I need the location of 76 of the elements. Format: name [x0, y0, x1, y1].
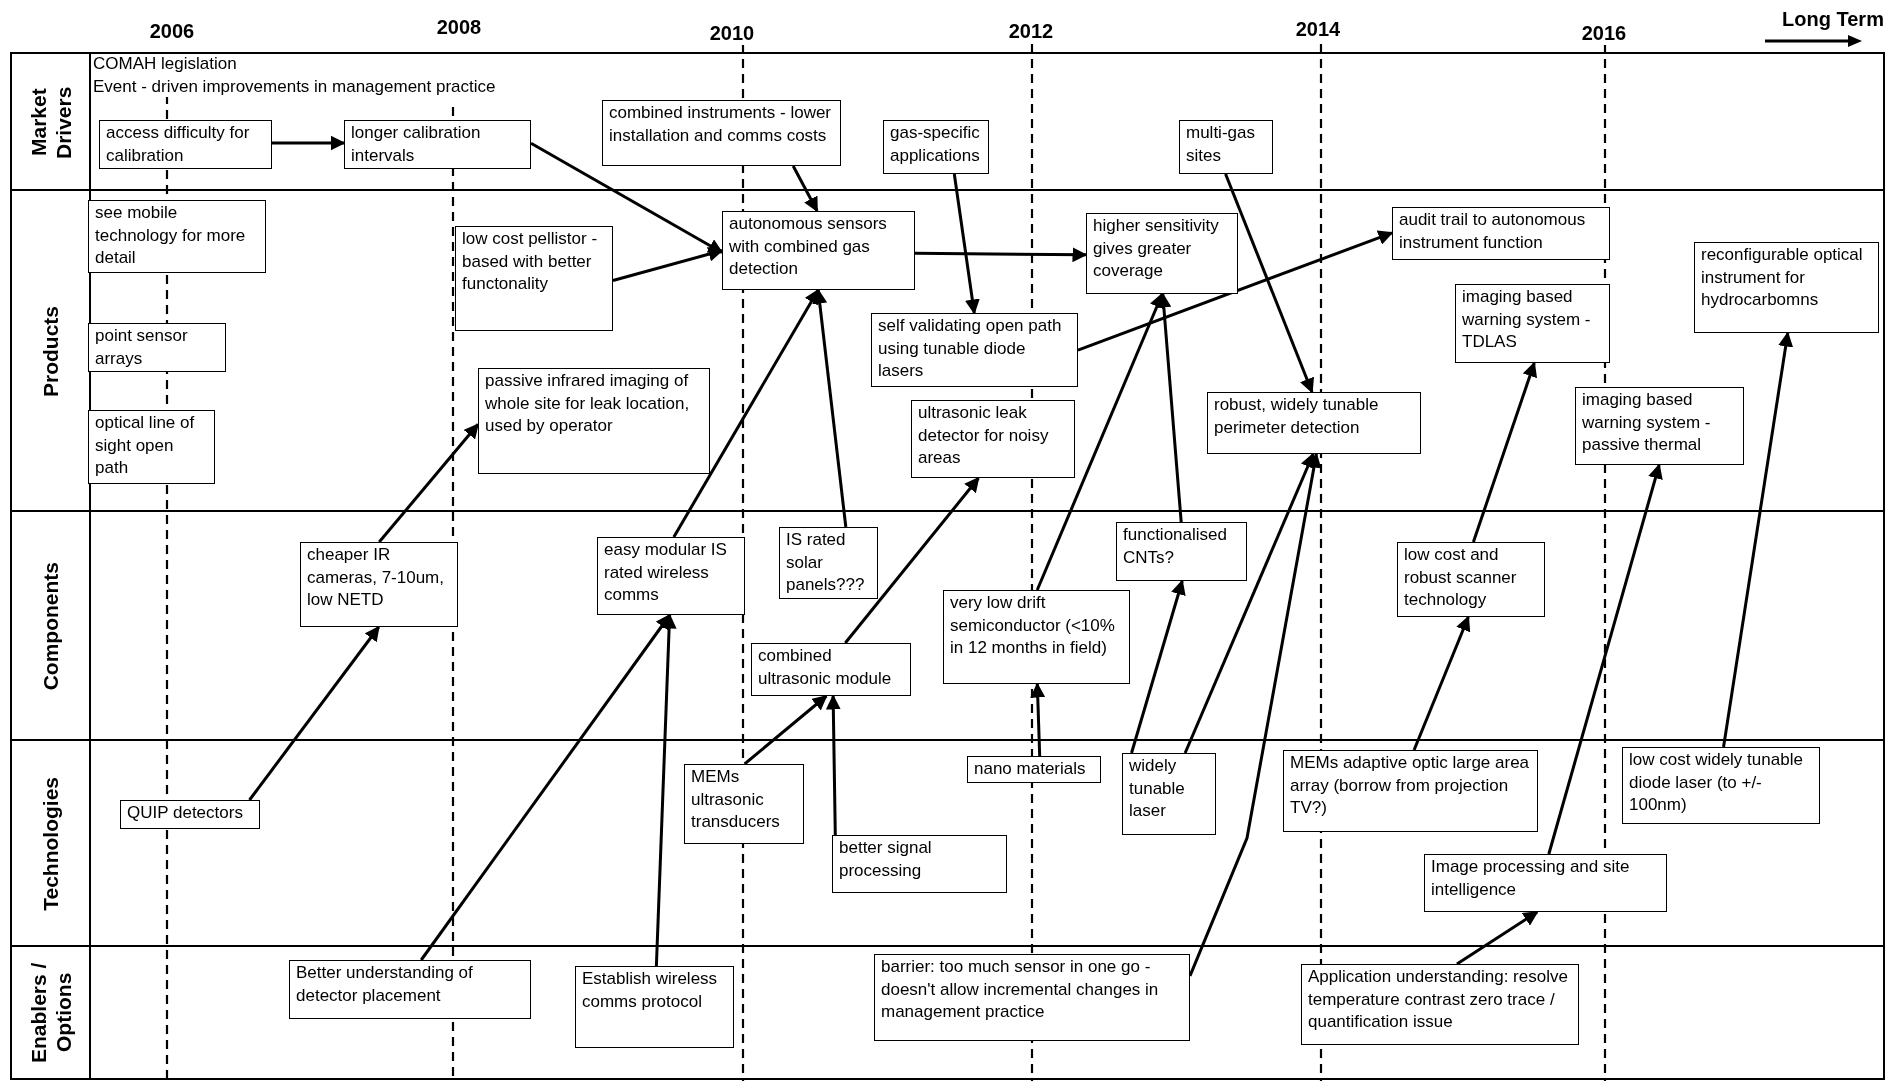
arrow — [1183, 452, 1315, 754]
text-box: low cost widely tunable diode laser (to +/- 100nm) — [1622, 747, 1820, 824]
note-text: Event - driven improvements in management practice — [93, 77, 496, 97]
swimlane — [10, 510, 1885, 741]
text-box: MEMs ultrasonic transducers — [684, 764, 804, 844]
arrow — [844, 476, 980, 644]
text-box: Application understanding: resolve temperature contrast zero trace / quantification issue — [1301, 964, 1579, 1045]
text-box: gas-specific applications — [883, 120, 989, 174]
text-box: multi-gas sites — [1179, 120, 1273, 174]
text-box: functionalised CNTs? — [1116, 522, 1247, 581]
arrow — [1547, 463, 1663, 855]
text-box: Better understanding of detector placement — [289, 960, 531, 1019]
text-box: IS rated solar panels??? — [779, 527, 878, 599]
text-box: imaging based warning system - passive thermal — [1575, 387, 1744, 465]
arrow — [654, 613, 677, 967]
arrow — [530, 142, 724, 254]
text-box: very low drift semiconductor (<10% in 12 months in field) — [943, 590, 1130, 684]
lane-label: Components — [38, 562, 63, 691]
arrow — [915, 247, 1088, 263]
arrow — [248, 625, 380, 801]
arrow — [791, 165, 819, 213]
text-box: see mobile technology for more detail — [88, 200, 266, 273]
text-box: widely tunable laser — [1122, 753, 1216, 835]
arrow — [378, 423, 480, 543]
text-box: better signal processing — [832, 835, 1007, 893]
lane-label: Enablers / Options — [25, 961, 76, 1065]
arrow — [1035, 292, 1164, 591]
text-box: Image processing and site intelligence — [1424, 854, 1667, 912]
arrow — [1156, 292, 1183, 523]
text-box: cheaper IR cameras, 7-10um, low NETD — [300, 542, 458, 627]
arrow — [743, 694, 828, 766]
text-box: easy modular IS rated wireless comms — [597, 537, 745, 615]
text-box: low cost pellistor - based with better functonality — [455, 226, 613, 331]
arrow — [1188, 452, 1322, 977]
arrow — [420, 613, 671, 961]
text-box: QUIP detectors — [120, 800, 260, 829]
arrow — [825, 694, 841, 836]
arrow — [952, 173, 980, 315]
arrow — [1471, 361, 1538, 543]
text-box: low cost and robust scanner technology — [1397, 542, 1545, 617]
text-box: combined ultrasonic module — [751, 643, 911, 696]
text-box: barrier: too much sensor in one go - doesn't allow incremental changes in management practice — [874, 954, 1190, 1041]
text-box: self validating open path using tunable diode lasers — [871, 313, 1078, 387]
swimlane — [10, 189, 1885, 512]
arrow — [272, 135, 346, 151]
arrow — [1456, 910, 1539, 966]
text-box: longer calibration intervals — [344, 120, 531, 169]
text-box: point sensor arrays — [88, 323, 226, 372]
swimlane — [10, 945, 1885, 1080]
arrow — [1412, 615, 1471, 751]
text-box: ultrasonic leak detector for noisy areas — [911, 400, 1075, 478]
arrow — [1722, 331, 1794, 748]
lane-label: Market Drivers — [25, 85, 76, 161]
arrow — [1030, 682, 1046, 757]
text-box: higher sensitivity gives greater coverage — [1086, 213, 1238, 294]
lane-label: Products — [38, 306, 63, 397]
text-box: robust, widely tunable perimeter detection — [1207, 392, 1421, 454]
text-box: combined instruments - lower installation and comms costs — [602, 100, 841, 166]
text-box: audit trail to autonomous instrument function — [1392, 207, 1610, 260]
arrow — [812, 288, 848, 528]
note-text: COMAH legislation — [93, 54, 237, 74]
text-box: access difficulty for calibration — [99, 120, 272, 169]
text-box: MEMs adaptive optic large area array (borrow from projection TV?) — [1283, 750, 1538, 832]
arrow — [1130, 579, 1186, 754]
text-box: Establish wireless comms protocol — [575, 966, 734, 1048]
lane-label: Technologies — [38, 777, 63, 911]
text-box: optical line of sight open path — [88, 410, 215, 484]
text-box: passive infrared imaging of whole site for leak location, used by operator — [478, 368, 710, 474]
arrow — [672, 288, 820, 538]
arrow — [1077, 230, 1394, 352]
text-box: reconfigurable optical instrument for hydrocarbomns — [1694, 242, 1879, 333]
arrow — [612, 246, 724, 282]
text-box: nano materials — [967, 756, 1101, 783]
text-box: imaging based warning system - TDLAS — [1455, 284, 1610, 363]
text-box: autonomous sensors with combined gas detection — [722, 211, 915, 290]
swimlane — [10, 739, 1885, 947]
